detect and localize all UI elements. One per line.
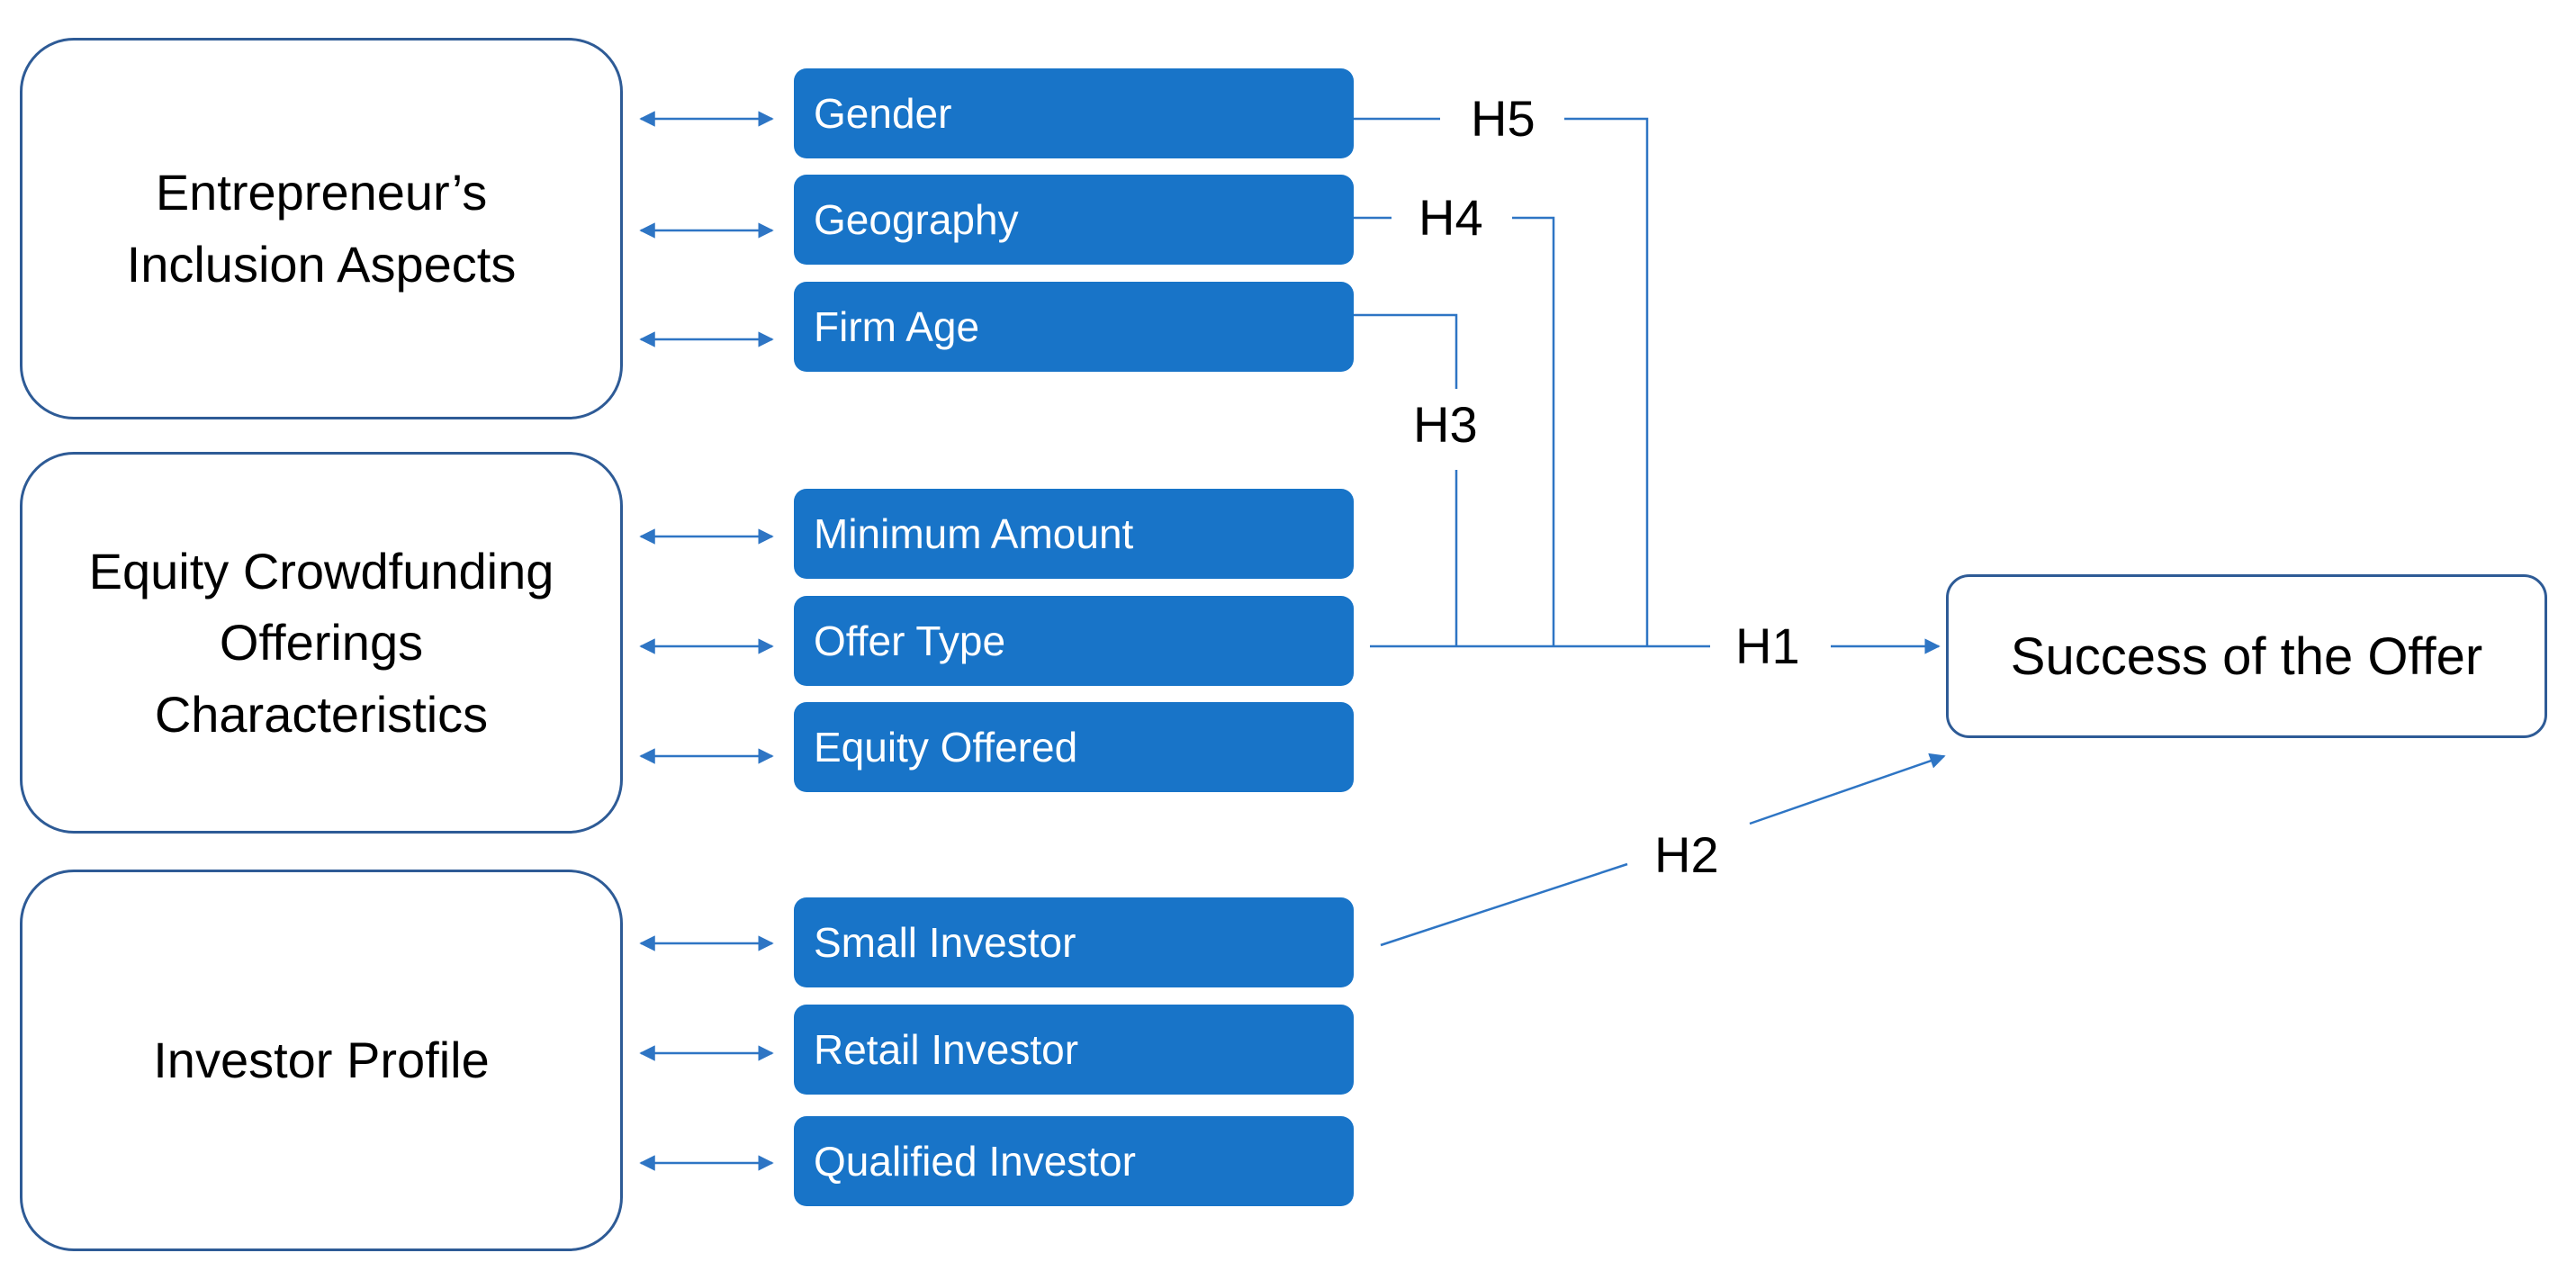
variable-label: Firm Age xyxy=(814,303,980,350)
h2-arrow xyxy=(1749,753,1946,825)
variable-label: Minimum Amount xyxy=(814,510,1134,557)
hypothesis-label-h3: H3 xyxy=(1413,396,1478,453)
variable-label: Offer Type xyxy=(814,617,1006,664)
variable-label: Qualified Investor xyxy=(814,1138,1136,1185)
variable-box-small-investor: Small Investor xyxy=(794,897,1354,987)
hypothesis-label-h1: H1 xyxy=(1735,617,1800,674)
hypothesis-label-h4: H4 xyxy=(1419,189,1483,246)
group-box-inclusion-aspects: Entrepreneur’s Inclusion Aspects xyxy=(20,38,623,419)
h2-path xyxy=(1380,862,1628,947)
variable-label: Geography xyxy=(814,196,1019,243)
h5-path xyxy=(1564,117,1649,646)
hypothesis-label-h5: H5 xyxy=(1471,90,1536,147)
group-box-investor-profile: Investor Profile xyxy=(20,870,623,1251)
variable-box-qualified-investor: Qualified Investor xyxy=(794,1116,1354,1206)
h4-path xyxy=(1512,216,1555,646)
h3-path xyxy=(1354,313,1458,389)
variable-box-retail-investor: Retail Investor xyxy=(794,1005,1354,1095)
outcome-label: Success of the Offer xyxy=(2010,626,2483,686)
group-label: Entrepreneur’s Inclusion Aspects xyxy=(126,164,517,293)
group-label: Equity Crowdfunding Offerings Characteri… xyxy=(88,542,554,743)
variable-box-firm-age: Firm Age xyxy=(794,282,1354,372)
hypothesis-label-h2: H2 xyxy=(1654,826,1719,883)
variable-label: Retail Investor xyxy=(814,1026,1079,1073)
variable-box-minimum-amount: Minimum Amount xyxy=(794,489,1354,579)
variable-label: Gender xyxy=(814,90,952,137)
outcome-box: Success of the Offer xyxy=(1946,574,2547,738)
group-label: Investor Profile xyxy=(153,1032,490,1089)
variable-label: Equity Offered xyxy=(814,724,1078,771)
group-box-offering-characteristics: Equity Crowdfunding Offerings Characteri… xyxy=(20,452,623,834)
variable-box-gender: Gender xyxy=(794,68,1354,158)
variable-box-equity-offered: Equity Offered xyxy=(794,702,1354,792)
variable-label: Small Investor xyxy=(814,919,1076,966)
variable-box-geography: Geography xyxy=(794,175,1354,265)
variable-box-offer-type: Offer Type xyxy=(794,596,1354,686)
